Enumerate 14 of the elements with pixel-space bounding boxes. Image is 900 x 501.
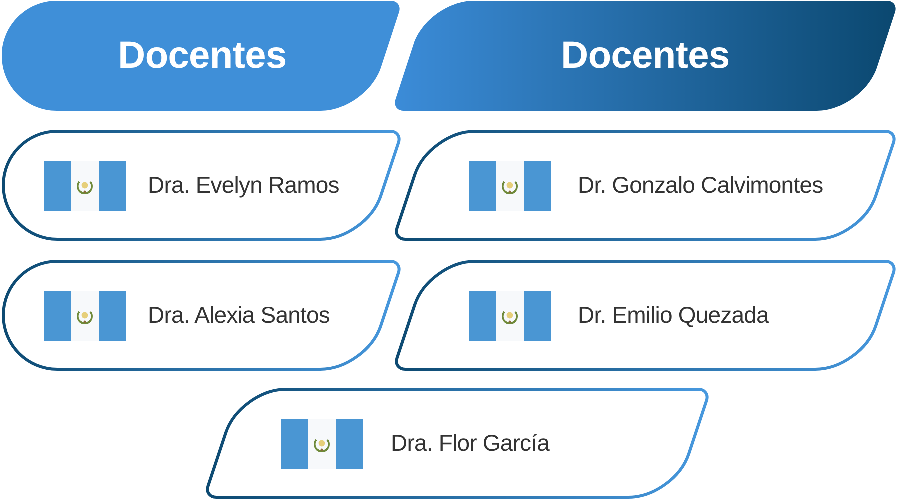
header-banner [392,1,899,111]
name-card [2,260,404,371]
person-name: Dra. Evelyn Ramos [148,173,340,198]
header-title: Docentes [561,34,730,78]
person-name: Dr. Gonzalo Calvimontes [578,173,824,198]
header-title: Docentes [118,34,287,78]
name-card [203,388,712,499]
header-banner [2,1,403,111]
person-name: Dra. Flor García [391,431,550,456]
name-card [2,130,404,241]
person-name: Dra. Alexia Santos [148,303,330,328]
person-name: Dr. Emilio Quezada [578,303,769,328]
name-card [392,130,899,241]
name-card [392,260,899,371]
